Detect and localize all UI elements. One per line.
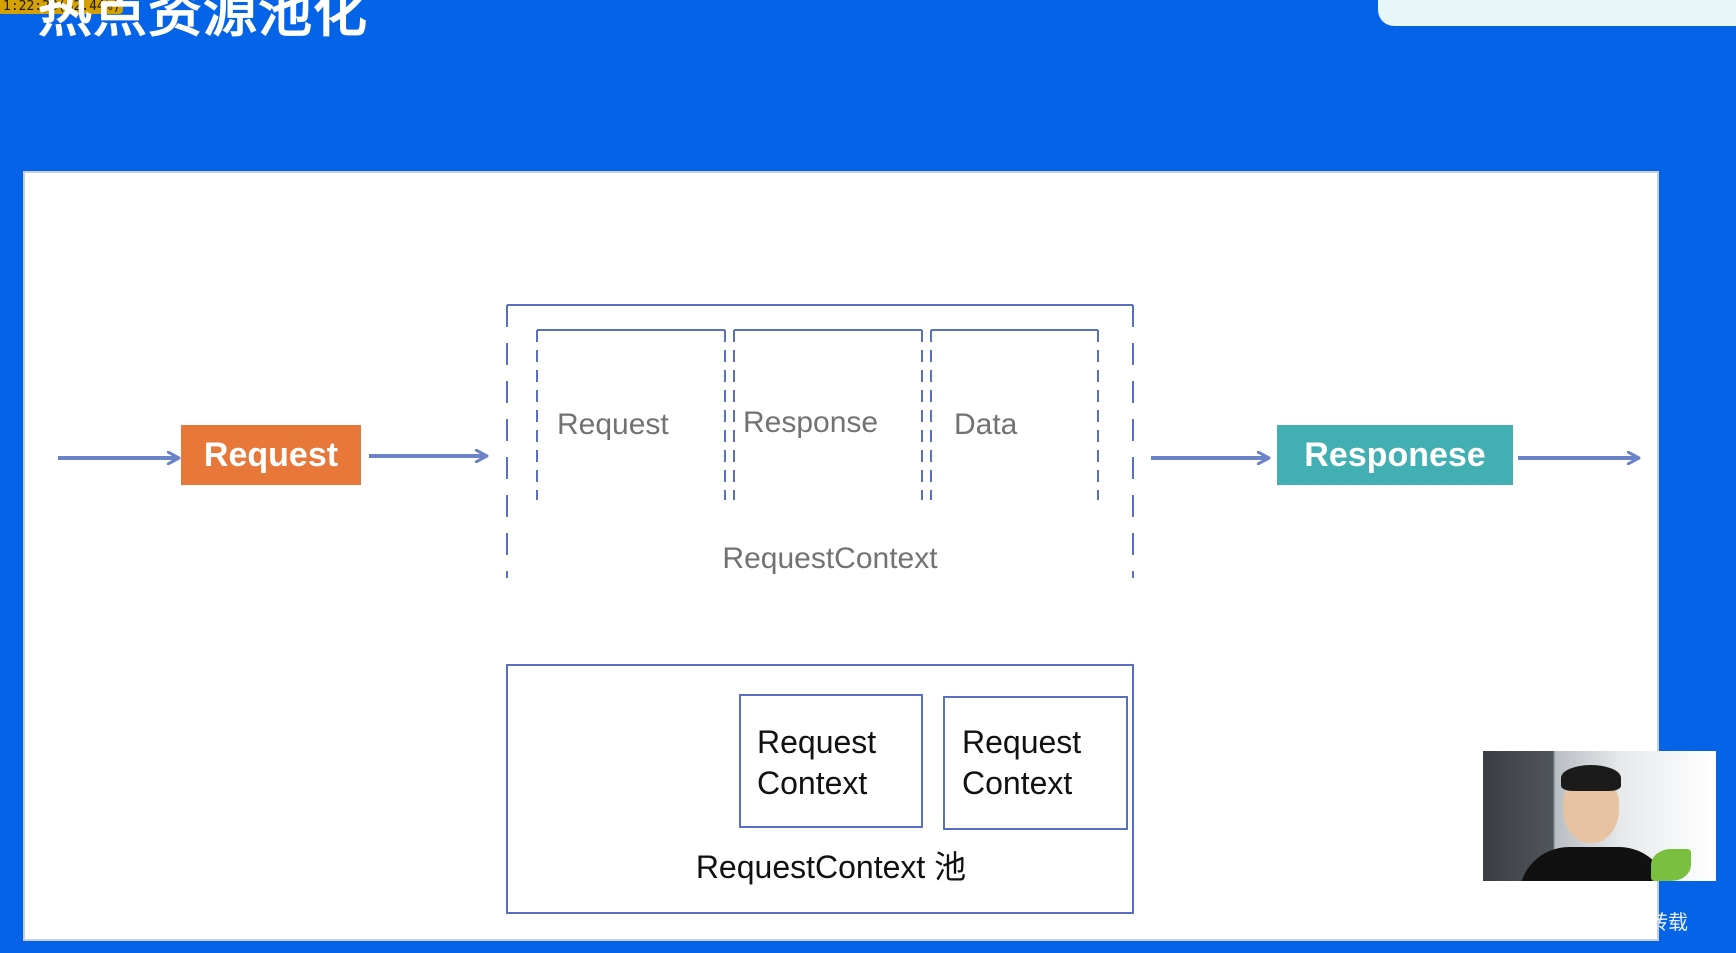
- response-node-label: Responese: [1304, 436, 1485, 474]
- context-field-request: Request: [536, 329, 726, 500]
- slide-canvas: Request Responese Request Response: [23, 171, 1659, 941]
- presenter-shirt: [1519, 847, 1669, 881]
- presenter-webcam: [1483, 751, 1716, 881]
- request-context-label: RequestContext: [722, 542, 938, 575]
- pooling-diagram: Request Responese Request Response: [58, 304, 1661, 914]
- context-field-response: Response: [733, 329, 923, 500]
- response-node: Responese: [1277, 425, 1513, 485]
- request-node-label: Request: [204, 436, 338, 474]
- context-field-request-label: Request: [557, 408, 669, 441]
- request-node: Request: [181, 425, 361, 485]
- top-right-panel: [1378, 0, 1736, 26]
- pool-item-2-line1: Request: [962, 724, 1081, 760]
- plant-decoration: [1651, 849, 1691, 881]
- context-field-response-label: Response: [743, 406, 878, 439]
- pool-label: RequestContext 池: [696, 849, 966, 885]
- context-field-data: Data: [930, 329, 1099, 500]
- context-field-data-label: Data: [954, 408, 1018, 441]
- pool-item-1: Request Context: [739, 694, 923, 828]
- watermark-text: 转载: [1648, 910, 1688, 934]
- pool-item-2: Request Context: [943, 696, 1128, 830]
- recording-timestamp: 1:22:28(82.44%): [0, 0, 124, 14]
- request-context-box: Request Response Data RequestContext: [506, 304, 1134, 578]
- slide-title: 热点资源池化: [38, 0, 368, 44]
- presenter-hair: [1561, 765, 1621, 791]
- pool-item-1-line1: Request: [757, 724, 876, 760]
- pool-item-1-line2: Context: [757, 765, 867, 801]
- request-context-pool: Request Context Request Context RequestC…: [506, 664, 1134, 914]
- pool-item-2-line2: Context: [962, 765, 1072, 801]
